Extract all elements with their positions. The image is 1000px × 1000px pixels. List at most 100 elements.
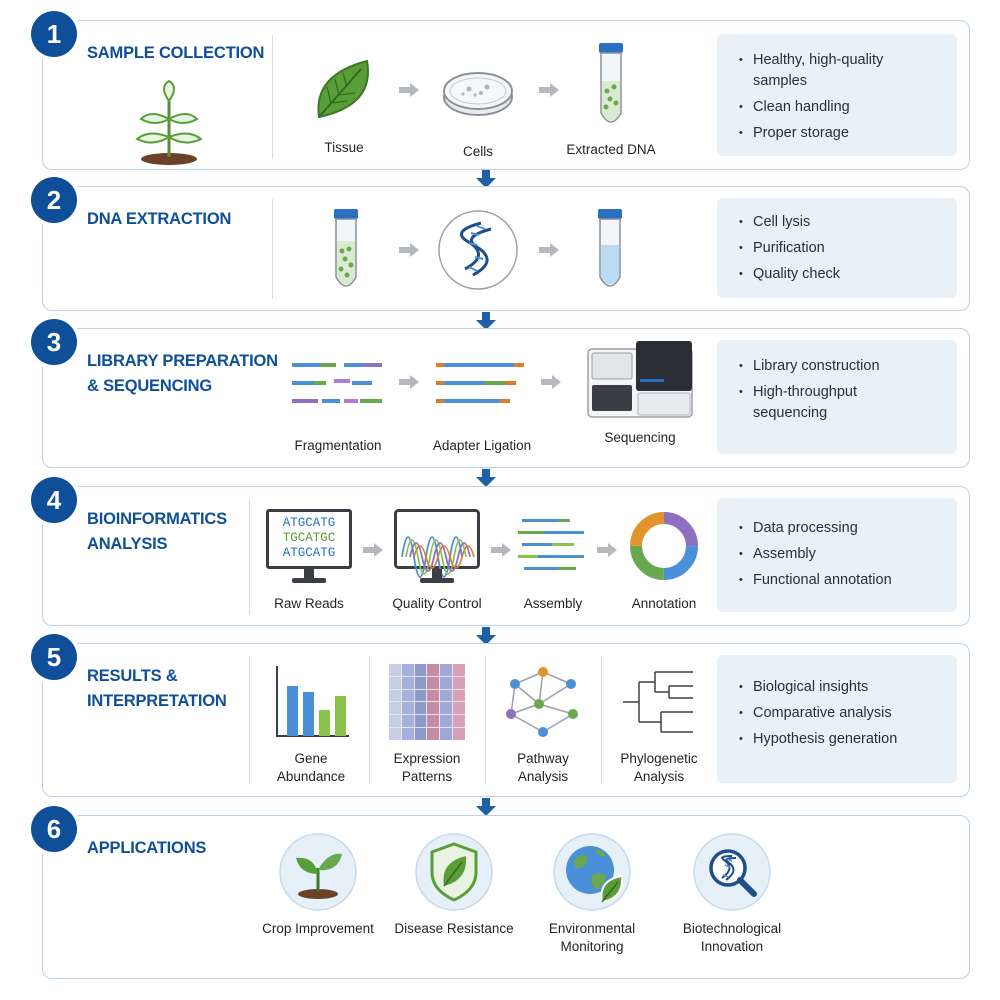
extracted-dna-item: Extracted DNA bbox=[561, 43, 661, 159]
tube-icon bbox=[598, 209, 622, 287]
heatmap-cell bbox=[440, 689, 453, 702]
dna-helix-icon bbox=[438, 210, 518, 290]
note-item: Functional annotation bbox=[739, 570, 947, 591]
heatmap-cell bbox=[401, 664, 414, 676]
label-line: Phylogenetic bbox=[620, 751, 698, 766]
biotechnological-innovation-item: Biotechnological Innovation bbox=[667, 832, 797, 956]
heatmap-cell bbox=[414, 728, 427, 740]
label-line: Innovation bbox=[700, 939, 764, 954]
label-line: Analysis bbox=[517, 769, 569, 784]
note-item: Data processing bbox=[739, 518, 947, 539]
label-line: Gene bbox=[294, 751, 328, 766]
step-5-badge: 5 bbox=[31, 634, 77, 680]
label-line: Biotechnological bbox=[682, 921, 782, 936]
heatmap-cell bbox=[389, 702, 401, 715]
note-item: Purification bbox=[739, 238, 947, 259]
heatmap-cell bbox=[389, 728, 401, 740]
heatmap-cell bbox=[414, 715, 427, 728]
pathway-analysis-item: Pathway Analysis bbox=[493, 664, 593, 786]
heatmap-cell bbox=[440, 715, 453, 728]
heatmap-cell bbox=[414, 702, 427, 715]
expression-patterns-item: Expression Patterns bbox=[377, 664, 477, 786]
adapter-ligation-label: Adapter Ligation bbox=[432, 438, 532, 453]
arrow-right-icon bbox=[539, 83, 559, 97]
gene-abundance-label: Gene Abundance bbox=[277, 750, 345, 786]
tissue-label: Tissue bbox=[324, 140, 364, 155]
step-3-title-line: & SEQUENCING bbox=[87, 377, 213, 395]
shield-icon bbox=[415, 833, 493, 911]
arrow-right-icon bbox=[491, 543, 511, 557]
extracted-dna-label: Extracted DNA bbox=[566, 142, 656, 157]
note-item: Hypothesis generation bbox=[739, 729, 947, 750]
annotation-label: Annotation bbox=[631, 596, 697, 611]
step-5-divider bbox=[485, 656, 486, 784]
heatmap-cell bbox=[401, 728, 414, 740]
step-6-panel: 6 APPLICATIONS Crop Improvement Disease … bbox=[31, 806, 970, 979]
note-item: Biological insights bbox=[739, 677, 947, 698]
step-2-title-line: DNA EXTRACTION bbox=[87, 210, 232, 228]
fragmentation-label: Fragmentation bbox=[294, 438, 382, 453]
down-arrow-icon bbox=[476, 469, 496, 487]
heatmap-cell bbox=[427, 715, 440, 728]
heatmap-cell bbox=[401, 702, 414, 715]
heatmap-cell bbox=[453, 664, 465, 676]
step-4-divider bbox=[249, 499, 250, 615]
step-4-notes: Data processing Assembly Functional anno… bbox=[717, 498, 957, 612]
note-item: Clean handling bbox=[739, 97, 947, 118]
arrow-right-icon bbox=[399, 375, 419, 389]
heatmap-cell bbox=[389, 715, 401, 728]
heatmap-cell bbox=[401, 715, 414, 728]
label-line: Expression bbox=[393, 751, 461, 766]
monitor-icon: ATGCATG TGCATGC ATGCATG bbox=[266, 509, 352, 587]
fragmentation-item: Fragmentation bbox=[283, 359, 393, 455]
note-item: Comparative analysis bbox=[739, 703, 947, 724]
step-2-divider bbox=[272, 199, 273, 299]
down-arrow-icon bbox=[476, 312, 496, 330]
sequencing-item: Sequencing bbox=[573, 339, 707, 447]
crop-improvement-item: Crop Improvement bbox=[253, 832, 383, 938]
read-line: ATGCATG bbox=[282, 546, 336, 560]
qc-monitor-icon bbox=[394, 509, 480, 583]
down-arrow-icon bbox=[476, 798, 496, 816]
heatmap-cell bbox=[427, 728, 440, 740]
label-line: Environmental bbox=[548, 921, 636, 936]
heatmap-cell bbox=[414, 689, 427, 702]
annotation-item: Annotation bbox=[621, 509, 707, 613]
arrow-right-icon bbox=[539, 243, 559, 257]
label-line: Monitoring bbox=[560, 939, 624, 954]
heatmap-cell bbox=[453, 702, 465, 715]
heatmap-cell bbox=[427, 664, 440, 676]
note-item: Assembly bbox=[739, 544, 947, 565]
bar-chart-icon bbox=[276, 666, 349, 737]
arrow-right-icon bbox=[399, 83, 419, 97]
note-item: Proper storage bbox=[739, 123, 947, 144]
note-item: Library construction bbox=[739, 356, 947, 377]
step-3-notes: Library construction High-throughput seq… bbox=[717, 340, 957, 454]
arrow-right-icon bbox=[363, 543, 383, 557]
tree-icon bbox=[623, 671, 693, 733]
disease-resistance-item: Disease Resistance bbox=[389, 832, 519, 938]
dna-fragments-icon bbox=[292, 363, 382, 403]
down-arrow-icon bbox=[476, 627, 496, 645]
note-item: High-throughput sequencing bbox=[739, 382, 879, 424]
network-icon bbox=[506, 667, 578, 737]
cells-label: Cells bbox=[462, 144, 493, 159]
label-line: Patterns bbox=[401, 769, 453, 784]
step-4-title-line: ANALYSIS bbox=[87, 535, 168, 553]
label-line: Crop Improvement bbox=[262, 921, 374, 936]
step-6-title: APPLICATIONS bbox=[87, 836, 206, 861]
heatmap-cell bbox=[453, 715, 465, 728]
step-3-title-line: LIBRARY PREPARATION bbox=[87, 352, 278, 370]
magnifier-icon bbox=[693, 833, 771, 911]
expression-patterns-label: Expression Patterns bbox=[394, 750, 461, 786]
step-1-divider bbox=[272, 35, 273, 159]
raw-reads-label: Raw Reads bbox=[274, 596, 344, 611]
note-item: Quality check bbox=[739, 264, 947, 285]
down-arrow-icon bbox=[476, 170, 496, 188]
step-1-notes: Healthy, high-quality samples Clean hand… bbox=[717, 34, 957, 156]
leaf-icon bbox=[317, 59, 369, 119]
environmental-monitoring-item: Environmental Monitoring bbox=[527, 832, 657, 956]
plant-icon bbox=[135, 79, 203, 165]
assembly-label: Assembly bbox=[523, 596, 583, 611]
step-3-badge: 3 bbox=[31, 319, 77, 365]
